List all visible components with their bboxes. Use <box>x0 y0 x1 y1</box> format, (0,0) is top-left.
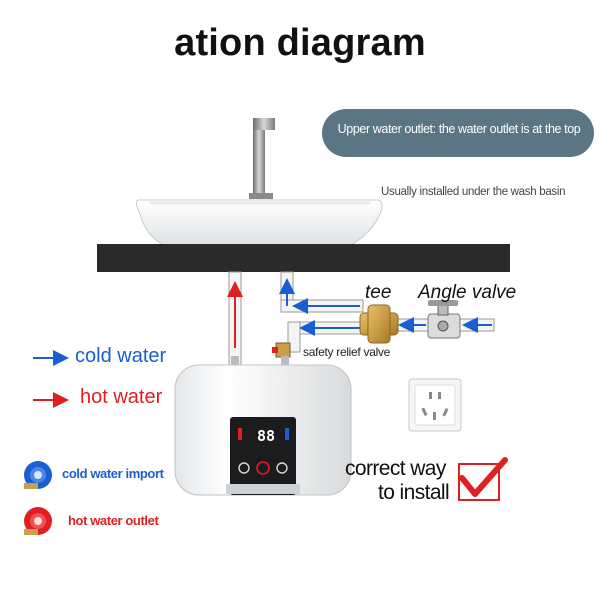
to-install-label: to install <box>378 481 450 504</box>
wall-socket <box>408 378 462 432</box>
safety-relief-valve-label: safety relief valve <box>303 345 391 359</box>
cold-water-pipe <box>279 271 495 353</box>
angle-valve-label: Angle valve <box>418 282 517 303</box>
cold-water-legend-label: cold water <box>75 345 167 367</box>
heater-hot-connector <box>231 356 239 366</box>
checkmark-icon <box>458 457 508 501</box>
heater-temperature-display: 88 <box>256 427 276 445</box>
callout-bubble <box>322 109 594 157</box>
heater-mode-button[interactable] <box>238 462 250 474</box>
safety-relief-valve-part <box>272 342 291 358</box>
tee-label: tee <box>365 282 392 303</box>
correct-way-label: correct way <box>345 457 446 480</box>
angle-valve <box>427 300 461 339</box>
tee-fitting <box>359 304 399 344</box>
hot-water-legend-label: hot water <box>80 386 163 408</box>
counter-top <box>97 244 510 272</box>
cold-water-import-label: cold water import <box>62 466 164 481</box>
heater-power-button[interactable] <box>256 461 270 475</box>
install-location-note: Usually installed under the wash basin <box>381 186 566 198</box>
water-heater <box>174 364 352 496</box>
callout-text: Upper water outlet: the water outlet is … <box>337 122 581 136</box>
page-title: ation diagram <box>174 22 426 64</box>
hot-water-pipe <box>227 271 243 369</box>
hot-water-outlet-label: hot water outlet <box>68 513 159 528</box>
cold-water-import-icon <box>24 461 52 489</box>
hot-water-outlet-icon <box>24 507 52 535</box>
heater-cold-connector <box>281 356 289 366</box>
faucet <box>249 118 275 199</box>
heater-temp-button[interactable] <box>276 462 288 474</box>
wash-basin <box>135 199 383 255</box>
